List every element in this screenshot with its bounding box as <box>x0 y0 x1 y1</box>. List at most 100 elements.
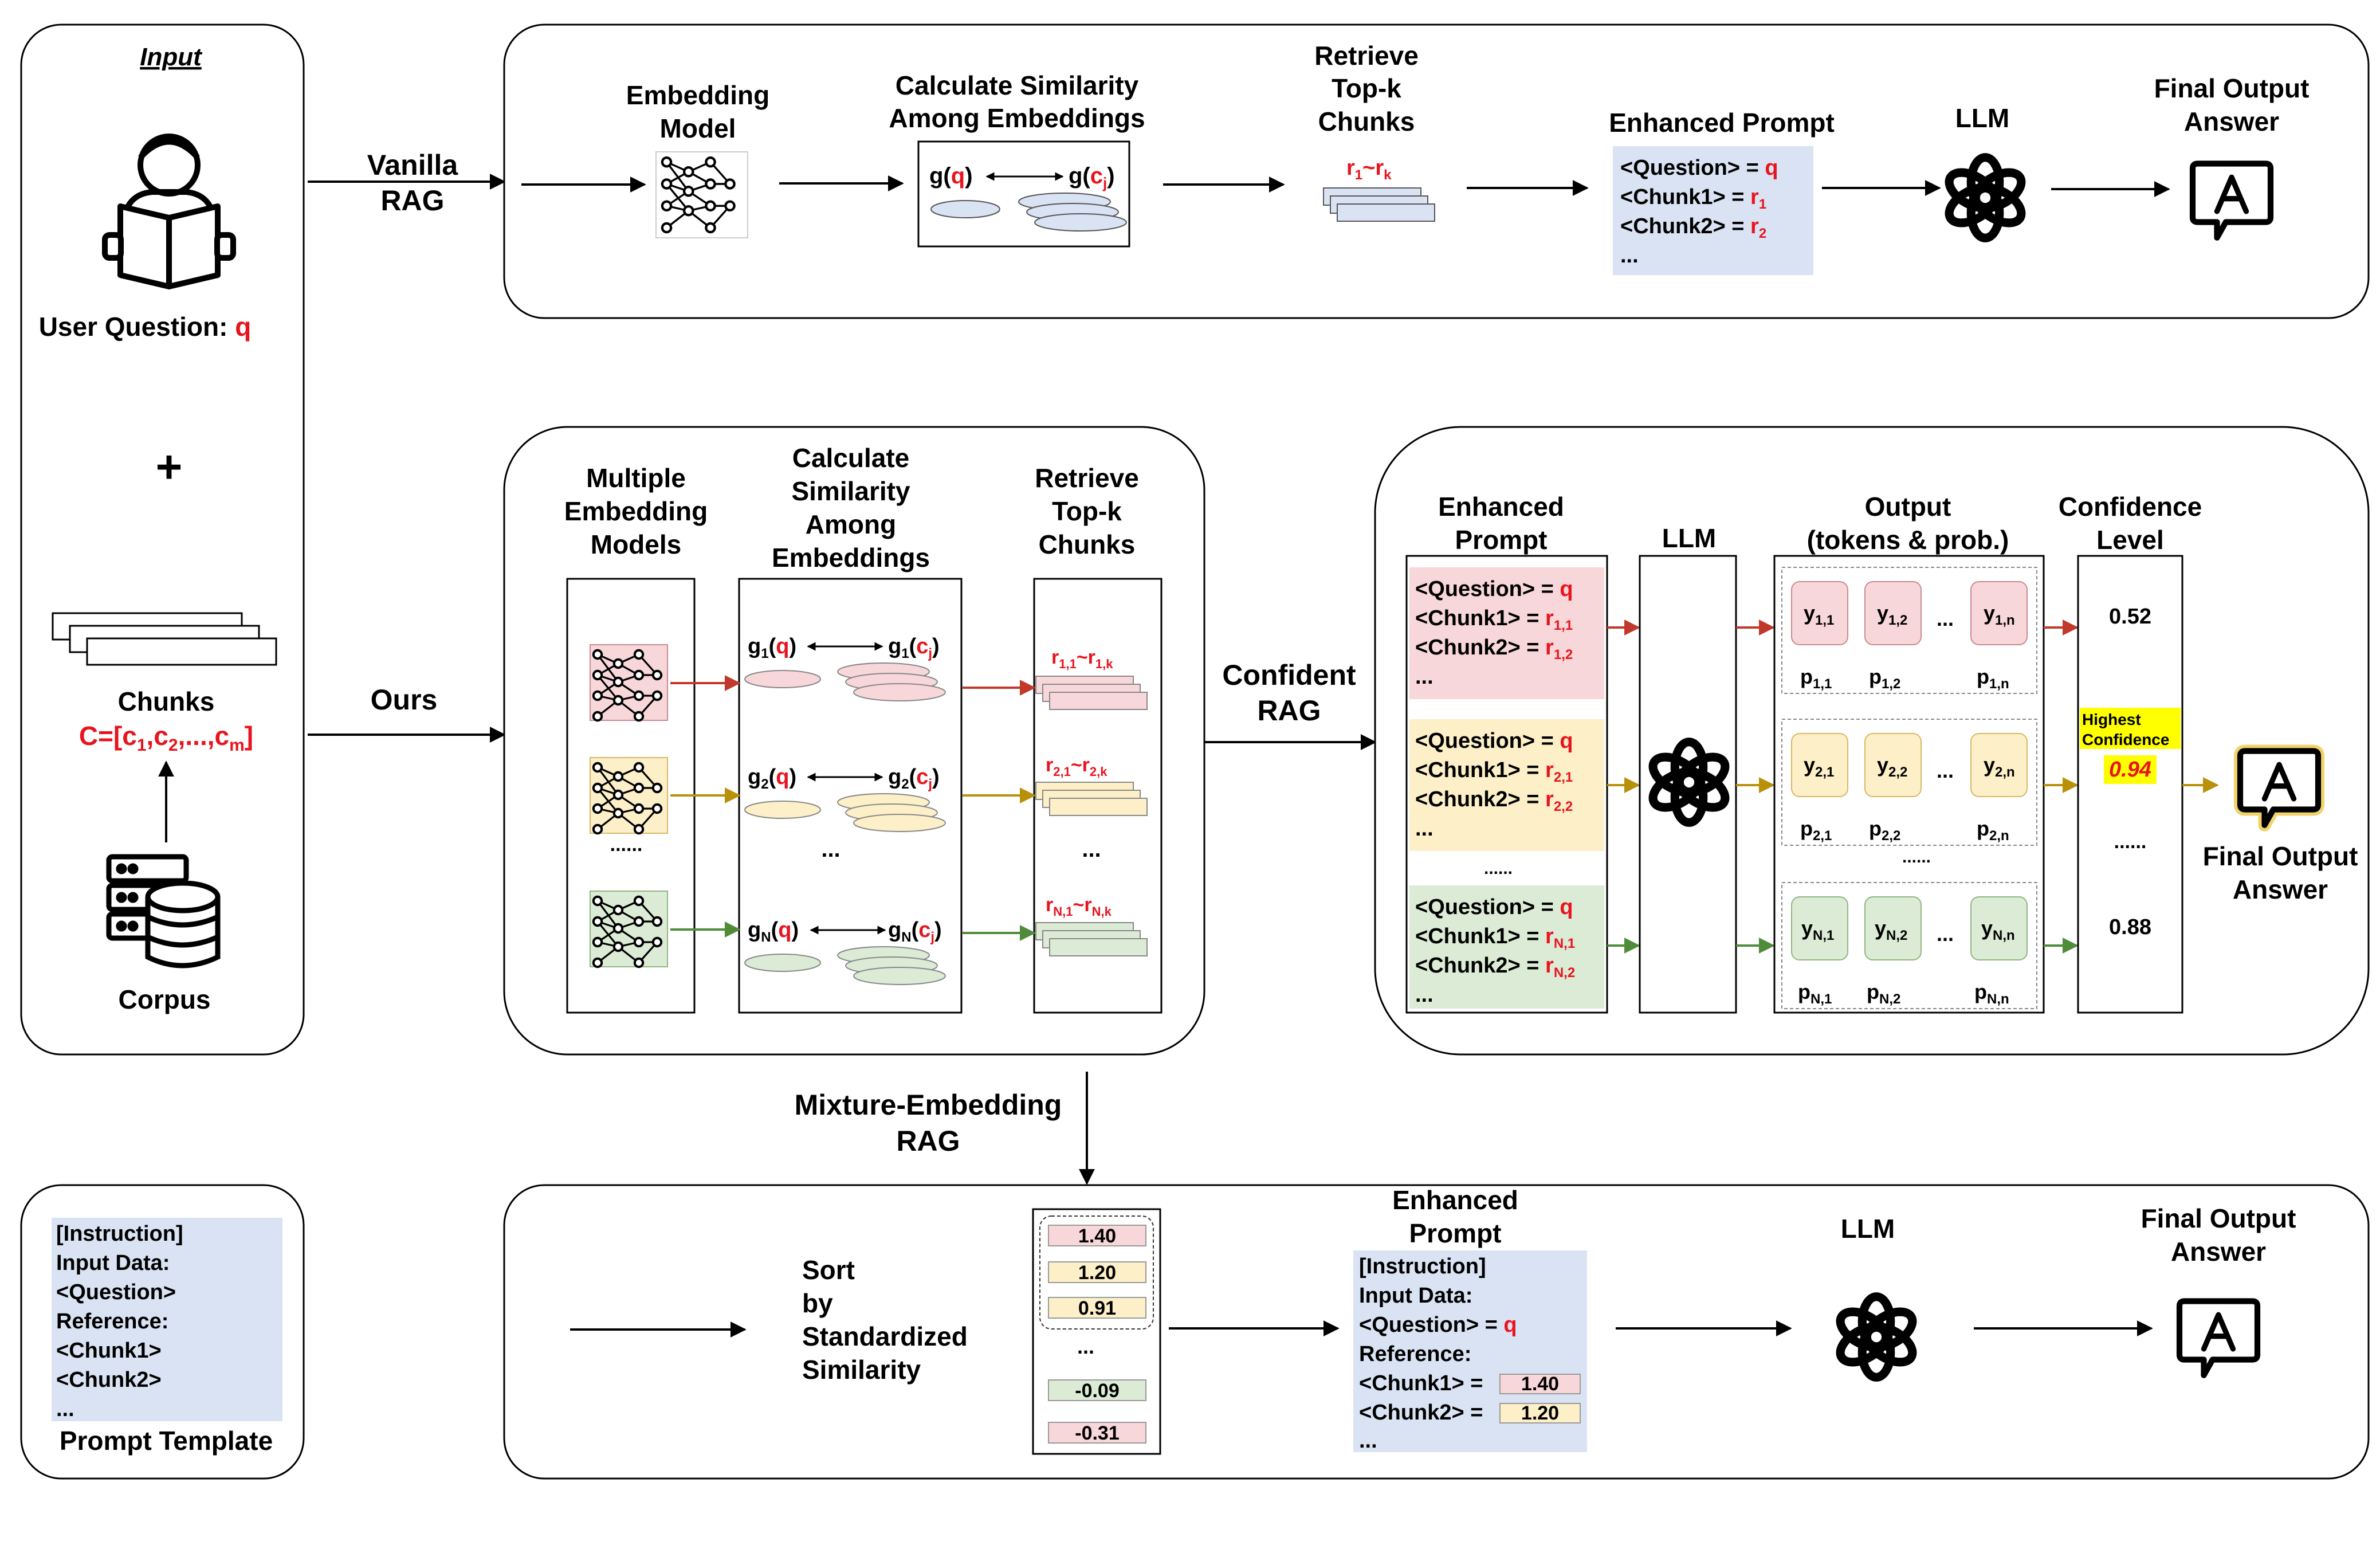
vanilla-prompt-line-4: ... <box>1620 244 1639 268</box>
confident-output-label-2: (tokens & prob.) <box>1807 525 2009 555</box>
mixture-prompt-label-2: Prompt <box>1409 1218 1502 1248</box>
confident-final-label-1: Final Output <box>2203 841 2358 871</box>
vanilla-embedding-model-icon <box>655 151 748 238</box>
ours-retrieve-label-2: Top-k <box>1052 496 1122 526</box>
ours-models-label-1: Multiple <box>586 463 686 493</box>
ours-sim-label-3: Among <box>806 509 896 539</box>
chunks-formula: C=[c1,c2,...,cm] <box>79 721 253 755</box>
mixture-llm-label: LLM <box>1841 1214 1895 1244</box>
svg-text:<Question> = q: <Question> = q <box>1415 729 1573 753</box>
confident-prompt-1-dots: ... <box>1415 665 1434 689</box>
ours-sim-label-4: Embeddings <box>772 543 930 572</box>
mixture-enhanced-prompt-box: [Instruction] Input Data: <Question> = q… <box>1353 1250 1587 1453</box>
mixture-rag-arrow: Mixture-Embedding RAG <box>795 1072 1095 1185</box>
vanilla-gc: g(cj) <box>1069 163 1115 191</box>
template-line-3: <Question> <box>56 1280 176 1304</box>
mixture-prompt-score-2: 1.20 <box>1521 1402 1559 1424</box>
svg-text:<Chunk1> = r2,1: <Chunk1> = r2,1 <box>1415 758 1573 785</box>
confident-prompt-n-dots: ... <box>1415 983 1434 1007</box>
svg-text:<Chunk1> = rN,1: <Chunk1> = rN,1 <box>1415 924 1575 951</box>
ours-sim-label-2: Similarity <box>791 476 910 506</box>
mixture-sort-line-2: by <box>802 1288 833 1318</box>
template-line-6: <Chunk2> <box>56 1368 162 1392</box>
template-line-5: <Chunk1> <box>56 1339 162 1363</box>
ours-row-2-r: r2,1~r2,k <box>1046 754 1107 779</box>
svg-text:<Chunk2> = rN,2: <Chunk2> = rN,2 <box>1415 954 1575 981</box>
vanilla-retrieve-label-2: Top-k <box>1332 73 1401 103</box>
ours-row-n: gN(q) gN(cj) rN,1~rN,k <box>590 891 1148 985</box>
ours-models-label-2: Embedding <box>564 496 708 526</box>
vanilla-gq: g(q) <box>929 163 973 189</box>
ours-row-2-gc: g2(cj) <box>888 765 940 792</box>
mixture-prompt-line-6: <Chunk2> = <box>1359 1401 1483 1425</box>
mixture-prompt-line-3: <Question> = q <box>1359 1313 1517 1337</box>
vanilla-retrieve-label: Retrieve <box>1314 41 1419 70</box>
ours-models-label-3: Models <box>591 530 681 559</box>
corpus-label: Corpus <box>119 985 211 1014</box>
svg-text:<Chunk2> = r1,2: <Chunk2> = r1,2 <box>1415 636 1573 662</box>
svg-text:<Chunk1> = r1,1: <Chunk1> = r1,1 <box>1415 606 1573 633</box>
confidence-dots: ...... <box>2114 831 2147 853</box>
confident-label-2: RAG <box>1257 695 1321 727</box>
ours-row-2: g2(q) g2(cj) r2,1~r2,k <box>590 754 1148 833</box>
confident-prompt-1: <Question> = q <Chunk1> = r1,1 <Chunk2> … <box>1409 567 1604 699</box>
mixture-label-1: Mixture-Embedding <box>795 1089 1062 1121</box>
confident-output-row-n: yN,1 yN,2 ... yN,n pN,1 pN,2 pN,n <box>1781 882 2037 1009</box>
highest-label-2: Confidence <box>2082 731 2169 748</box>
highest-confidence-highlight: Highest Confidence 0.94 <box>2080 708 2181 784</box>
confident-output-row-1-ellipsis: ... <box>1937 607 1954 630</box>
vanilla-rag-arrow: Vanilla RAG <box>308 149 506 217</box>
confident-output-row-1: y1,1 y1,2 ... y1,n p1,1 p1,2 p1,n <box>1781 567 2037 694</box>
confident-prompt-label-2: Prompt <box>1455 525 1548 555</box>
confident-final-label-2: Answer <box>2233 875 2328 904</box>
confident-output-row-2-ellipsis: ... <box>1937 759 1954 782</box>
confidence-value-2: 0.94 <box>2109 758 2151 782</box>
mixture-score-4: -0.09 <box>1075 1380 1120 1402</box>
vanilla-label-1: Vanilla <box>367 149 459 181</box>
mixture-final-label-1: Final Output <box>2141 1203 2296 1233</box>
mixture-scores-box: 1.40 1.20 0.91 ... -0.09 -0.31 <box>1032 1208 1161 1455</box>
confidence-value-1: 0.52 <box>2109 605 2151 629</box>
confident-rag-panel: Enhanced Prompt LLM Output (tokens & pro… <box>1374 426 2370 1056</box>
mixture-score-1: 1.40 <box>1078 1225 1116 1247</box>
vanilla-calc-sim-label: Calculate Similarity <box>896 70 1139 100</box>
ours-row-1-gq: g1(q) <box>748 634 796 661</box>
template-line-2: Input Data: <box>56 1251 170 1275</box>
mixture-score-dots: ... <box>1077 1335 1094 1358</box>
ours-retr-dots: ... <box>1082 837 1101 862</box>
confident-rag-arrow: Confident RAG <box>1204 659 1377 750</box>
confidence-value-3: 0.88 <box>2109 915 2151 939</box>
vanilla-embedding-model-label-2: Model <box>660 113 736 143</box>
mixture-label-2: RAG <box>896 1125 960 1157</box>
confident-prompt-label-1: Enhanced <box>1438 492 1564 521</box>
confident-output-dots: ...... <box>1902 848 1931 866</box>
ours-row-1: g1(q) g1(cj) r1,1~r1,k <box>590 634 1148 720</box>
user-reading-icon <box>102 134 236 289</box>
mixture-prompt-score-1: 1.40 <box>1521 1373 1559 1395</box>
ours-model-dots: ...... <box>610 834 643 856</box>
mixture-prompt-line-7: ... <box>1359 1429 1377 1453</box>
corpus-database-icon <box>106 854 221 968</box>
confident-prompt-2-dots: ... <box>1415 817 1434 841</box>
ours-row-1-gc: g1(cj) <box>888 634 940 661</box>
ours-similarity-column <box>738 578 963 1014</box>
plus-sign: + <box>156 441 183 492</box>
confident-level-label-1: Confidence <box>2059 492 2202 521</box>
mixture-prompt-line-5: <Chunk1> = <box>1359 1371 1483 1395</box>
vanilla-enhanced-prompt-label: Enhanced Prompt <box>1609 108 1835 138</box>
ours-retrieve-label-3: Chunks <box>1039 530 1136 559</box>
ours-row-2-chunks <box>1035 782 1148 816</box>
ours-label: Ours <box>371 684 438 716</box>
mixture-prompt-line-4: Reference: <box>1359 1342 1471 1366</box>
vanilla-enhanced-prompt-box: <Question> = q <Chunk1> = r1 <Chunk2> = … <box>1613 146 1813 275</box>
confident-prompt-dots: ...... <box>1484 859 1513 878</box>
highest-label-1: Highest <box>2082 711 2141 728</box>
confident-level-label-2: Level <box>2096 525 2164 555</box>
vanilla-prompt-line-2: <Chunk1> = r1 <box>1620 185 1766 212</box>
vanilla-llm-label: LLM <box>1955 103 2010 133</box>
vanilla-label-2: RAG <box>380 185 444 217</box>
vanilla-rag-panel: Embedding Model Calculate Similarity Amo… <box>503 23 2370 319</box>
vanilla-r-range: r1~rk <box>1346 156 1392 183</box>
template-line-7: ... <box>56 1397 74 1421</box>
